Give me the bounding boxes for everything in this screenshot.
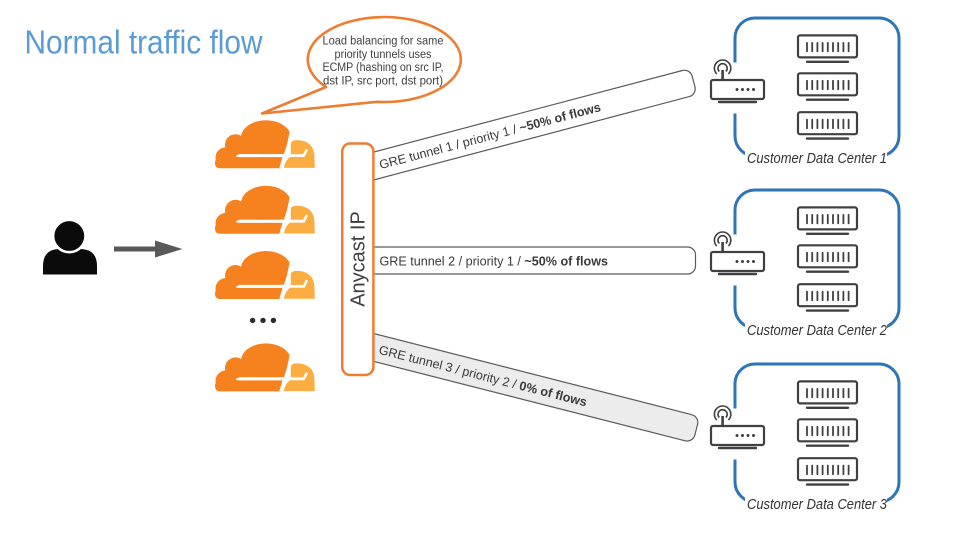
svg-text:Customer Data Center 1: Customer Data Center 1 (747, 150, 887, 167)
svg-text:ECMP (hashing on src IP,: ECMP (hashing on src IP, (323, 62, 444, 74)
svg-text:priority tunnels uses: priority tunnels uses (335, 49, 432, 61)
svg-text:dst IP, src port, dst port): dst IP, src port, dst port) (323, 75, 443, 87)
svg-text:Anycast IP: Anycast IP (348, 211, 370, 307)
svg-text:Customer Data Center 2: Customer Data Center 2 (747, 322, 888, 339)
svg-text:Normal traffic flow: Normal traffic flow (25, 25, 264, 62)
svg-text:Load balancing for same: Load balancing for same (323, 35, 444, 47)
svg-text:GRE tunnel 2 / priority 1 / ~5: GRE tunnel 2 / priority 1 / ~50% of flow… (380, 254, 609, 268)
svg-text:GRE tunnel 1 / priority 1 / ~5: GRE tunnel 1 / priority 1 / ~50% of flow… (378, 100, 603, 172)
svg-text:Customer Data Center 3: Customer Data Center 3 (747, 496, 888, 513)
svg-text:GRE tunnel 3 / priority 2 / 0%: GRE tunnel 3 / priority 2 / 0% of flows (377, 343, 588, 409)
